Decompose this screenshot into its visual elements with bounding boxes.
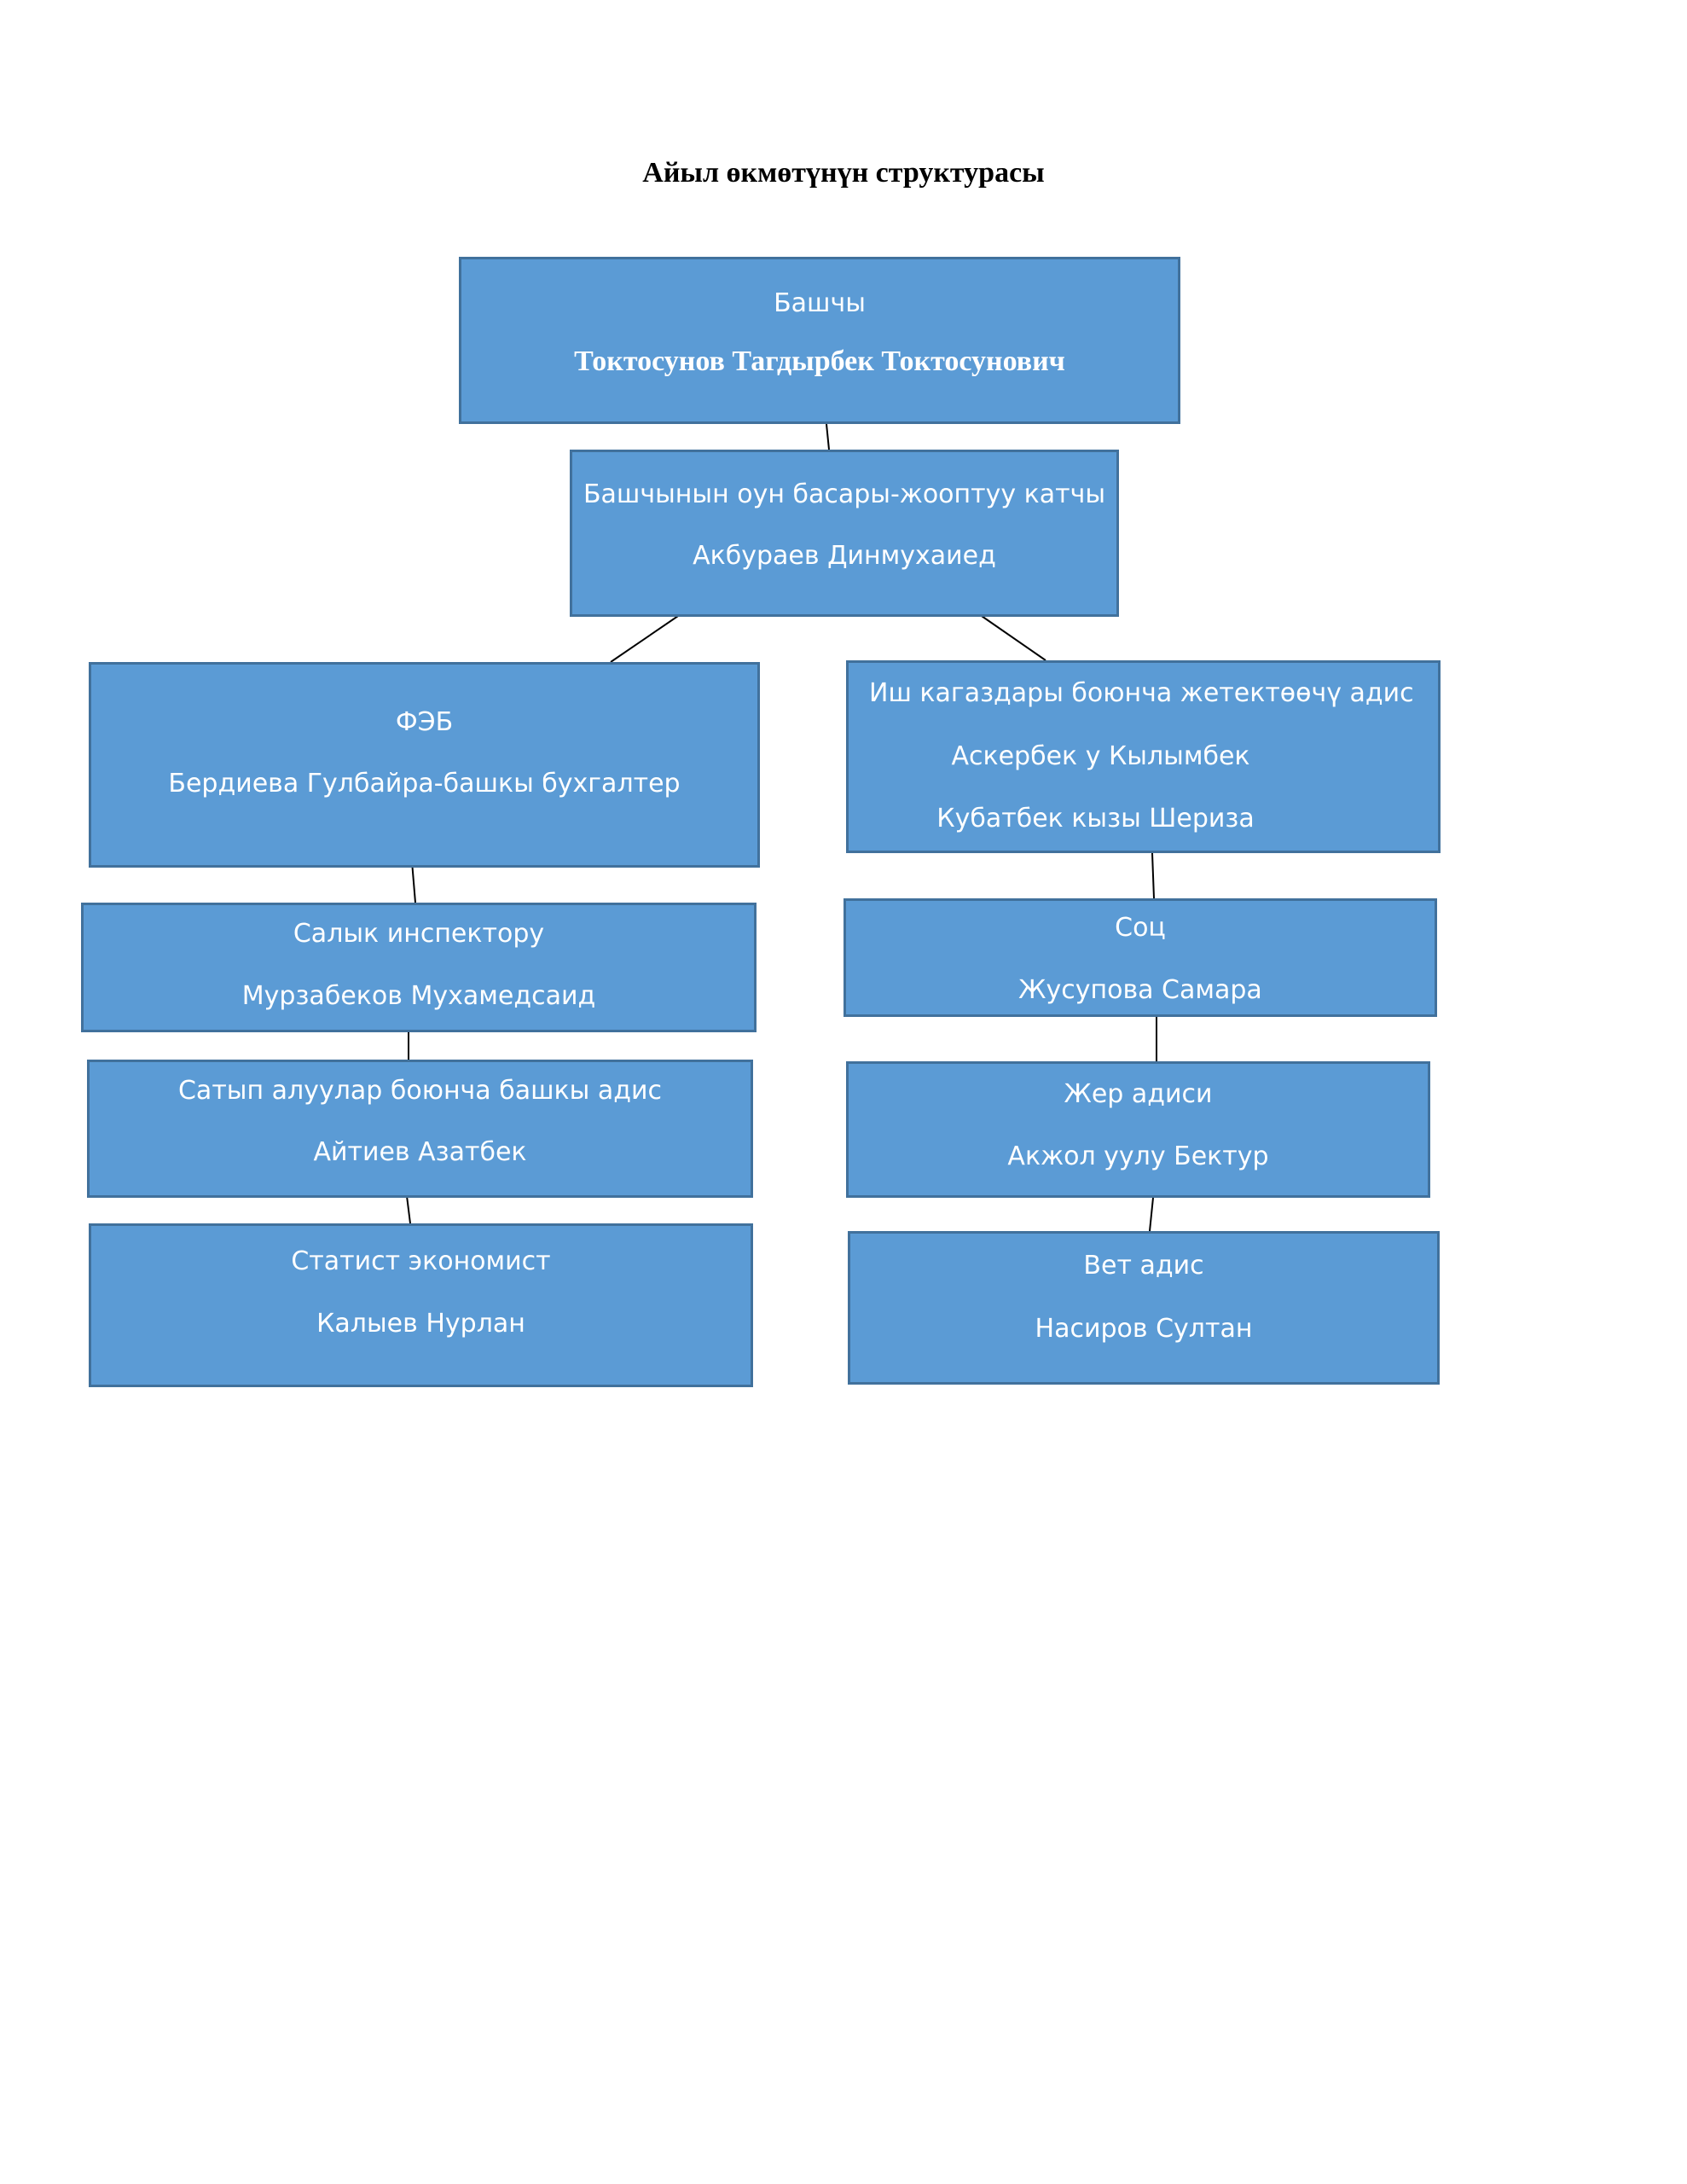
- land-role: Жер адиси: [1064, 1079, 1213, 1109]
- land-box: Жер адиси Акжол уулу Бектур: [846, 1061, 1430, 1198]
- social-box: Соц Жусупова Самара: [844, 898, 1437, 1017]
- deputy-role: Башчынын оун басары-жооптуу катчы: [583, 479, 1106, 509]
- deputy-box: Башчынын оун басары-жооптуу катчы Акбура…: [570, 450, 1119, 617]
- connector-deputy-records: [978, 613, 1046, 661]
- tax-box: Салык инспектору Мурзабеков Мухамедсаид: [81, 903, 757, 1032]
- connector-records-social: [1151, 852, 1155, 899]
- records-name-2: Кубатбек кызы Шериза: [936, 804, 1255, 834]
- vet-name: Насиров Султан: [1035, 1314, 1253, 1344]
- social-name: Жусупова Самара: [1018, 975, 1262, 1005]
- procurement-box: Сатып алуулар боюнча башкы адис Айтиев А…: [87, 1060, 753, 1198]
- records-box: Иш кагаздары боюнча жетектөөчү адис Аске…: [846, 660, 1441, 853]
- procurement-name: Айтиев Азатбек: [313, 1137, 527, 1167]
- vet-role: Вет адис: [1083, 1251, 1204, 1281]
- tax-role: Салык инспектору: [293, 919, 545, 949]
- feb-box: ФЭБ Бердиева Гулбайра-башкы бухгалтер: [89, 662, 760, 868]
- diagram-title: Айыл өкмөтүнүн структурасы: [642, 157, 1045, 189]
- procurement-role: Сатып алуулар боюнча башкы адис: [177, 1076, 662, 1106]
- records-name-1: Аскербек у Кылымбек: [951, 741, 1250, 771]
- land-name: Акжол уулу Бектур: [1007, 1141, 1269, 1171]
- deputy-name: Акбураев Динмухаиед: [693, 541, 996, 571]
- head-box: Башчы Токтосунов Тагдырбек Токтосунович: [459, 257, 1180, 424]
- social-role: Соц: [1115, 913, 1166, 943]
- statistics-role: Статист экономист: [291, 1246, 551, 1276]
- feb-name: Бердиева Гулбайра-башкы бухгалтер: [168, 769, 681, 799]
- statistics-box: Статист экономист Калыев Нурлан: [89, 1223, 753, 1387]
- vet-box: Вет адис Насиров Султан: [848, 1231, 1440, 1385]
- connector-deputy-feb: [610, 613, 681, 663]
- tax-name: Мурзабеков Мухамедсаид: [241, 981, 596, 1011]
- feb-role: ФЭБ: [395, 707, 454, 737]
- connector-feb-tax: [411, 861, 416, 903]
- head-name: Токтосунов Тагдырбек Токтосунович: [574, 346, 1065, 377]
- connector-land-vet: [1149, 1197, 1154, 1232]
- connector-head-deputy: [826, 423, 830, 450]
- head-role: Башчы: [774, 288, 866, 318]
- statistics-name: Калыев Нурлан: [316, 1309, 525, 1339]
- connector-procurement-statistics: [406, 1195, 411, 1224]
- records-role: Иш кагаздары боюнча жетектөөчү адис: [869, 678, 1414, 708]
